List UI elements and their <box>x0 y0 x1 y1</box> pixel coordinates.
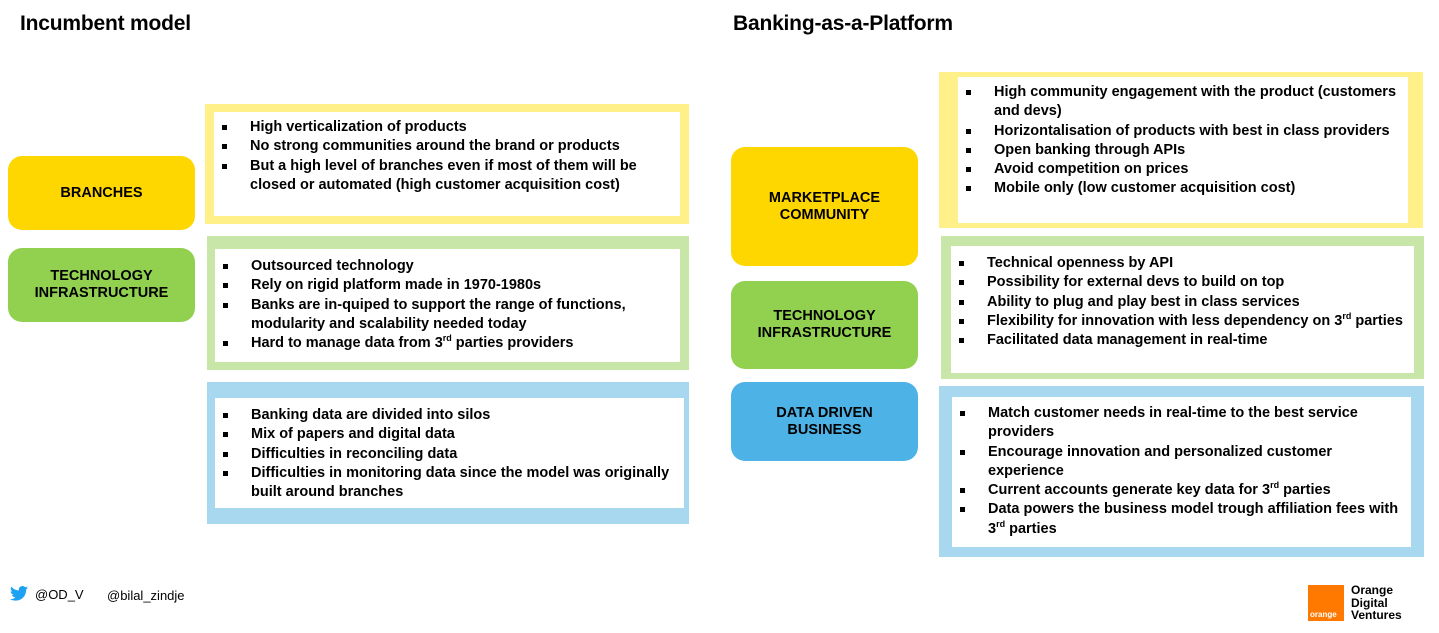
branches-label: BRANCHES <box>8 156 195 230</box>
label-line: BRANCHES <box>60 184 143 201</box>
label-line: TECHNOLOGY <box>773 308 876 324</box>
list-item: Match customer needs in real-time to the… <box>952 404 1411 443</box>
label-line: INFRASTRUCTURE <box>757 325 892 341</box>
list-item: Banking data are divided into silos <box>215 406 684 425</box>
orange-logo: orange <box>1308 585 1344 621</box>
left-technology-frame: Outsourced technology Rely on rigid plat… <box>207 236 689 370</box>
list-item: But a high level of branches even if mos… <box>214 157 680 196</box>
list-item: Hard to manage data from 3rd parties pro… <box>215 334 680 353</box>
label-line: BUSINESS <box>787 421 862 438</box>
twitter-handle[interactable]: @OD_V <box>35 587 84 602</box>
list-item: Difficulties in reconciling data <box>215 445 684 464</box>
left-title: Incumbent model <box>20 12 191 35</box>
logo-box-text: orange <box>1310 610 1337 619</box>
item-text: Hard to manage data from 3rd parties pro… <box>251 333 574 352</box>
marketplace-label: MARKETPLACE COMMUNITY <box>731 147 918 266</box>
marketplace-panel: High community engagement with the produ… <box>958 77 1408 223</box>
list-item: Facilitated data management in real-time <box>951 331 1408 350</box>
right-technology-frame: Technical openness by API Possibility fo… <box>941 236 1424 379</box>
label-line: COMMUNITY <box>779 206 870 223</box>
list-item: Ability to plug and play best in class s… <box>951 293 1408 312</box>
list-item: High community engagement with the produ… <box>958 83 1408 122</box>
logo-line: Digital <box>1351 595 1388 610</box>
data-driven-frame: Match customer needs in real-time to the… <box>939 386 1424 557</box>
list-item: Horizontalisation of products with best … <box>958 122 1408 141</box>
left-data-frame: Banking data are divided into silos Mix … <box>207 382 689 524</box>
list-item: Technical openness by API <box>951 254 1408 273</box>
list-item: Encourage innovation and personalized cu… <box>952 443 1411 482</box>
list-item: Possibility for external devs to build o… <box>951 273 1408 292</box>
list-item: Flexibility for innovation with less dep… <box>951 311 1408 331</box>
list-item: Outsourced technology <box>215 257 680 276</box>
label-line: TECHNOLOGY <box>50 268 153 284</box>
data-driven-panel: Match customer needs in real-time to the… <box>952 397 1411 547</box>
list-item: Data powers the business model trough af… <box>952 500 1411 539</box>
label-line: DATA DRIVEN <box>776 404 873 421</box>
logo-line: Ventures <box>1351 608 1402 622</box>
right-technology-panel: Technical openness by API Possibility fo… <box>951 246 1414 373</box>
list-item: Avoid competition on prices <box>958 160 1408 179</box>
list-item: Current accounts generate key data for 3… <box>952 481 1411 500</box>
author-handle[interactable]: @bilal_zindje <box>107 588 185 603</box>
label-line: INFRASTRUCTURE <box>34 285 169 301</box>
logo-wordmark: Orange Digital Ventures <box>1351 584 1402 622</box>
logo-line: Orange <box>1351 583 1394 597</box>
left-technology-panel: Outsourced technology Rely on rigid plat… <box>215 249 680 362</box>
list-item: Mix of papers and digital data <box>215 425 684 444</box>
data-driven-label: DATA DRIVEN BUSINESS <box>731 382 918 461</box>
label-line: MARKETPLACE <box>768 189 881 206</box>
list-item: No strong communities around the brand o… <box>214 137 680 156</box>
list-item: Open banking through APIs <box>958 141 1408 160</box>
branches-frame: High verticalization of products No stro… <box>205 104 689 224</box>
list-item: High verticalization of products <box>214 118 680 137</box>
right-title: Banking-as-a-Platform <box>733 12 953 35</box>
list-item: Mobile only (low customer acquisition co… <box>958 179 1408 198</box>
branches-panel: High verticalization of products No stro… <box>214 112 680 216</box>
left-technology-label: TECHNOLOGY INFRASTRUCTURE <box>8 248 195 322</box>
list-item: Rely on rigid platform made in 1970-1980… <box>215 276 680 295</box>
right-technology-label: TECHNOLOGY INFRASTRUCTURE <box>731 281 918 369</box>
left-data-panel: Banking data are divided into silos Mix … <box>215 398 684 508</box>
twitter-bird-icon <box>10 586 28 606</box>
marketplace-frame: High community engagement with the produ… <box>939 72 1423 228</box>
list-item: Banks are in-quiped to support the range… <box>215 296 680 335</box>
list-item: Difficulties in monitoring data since th… <box>215 464 684 503</box>
